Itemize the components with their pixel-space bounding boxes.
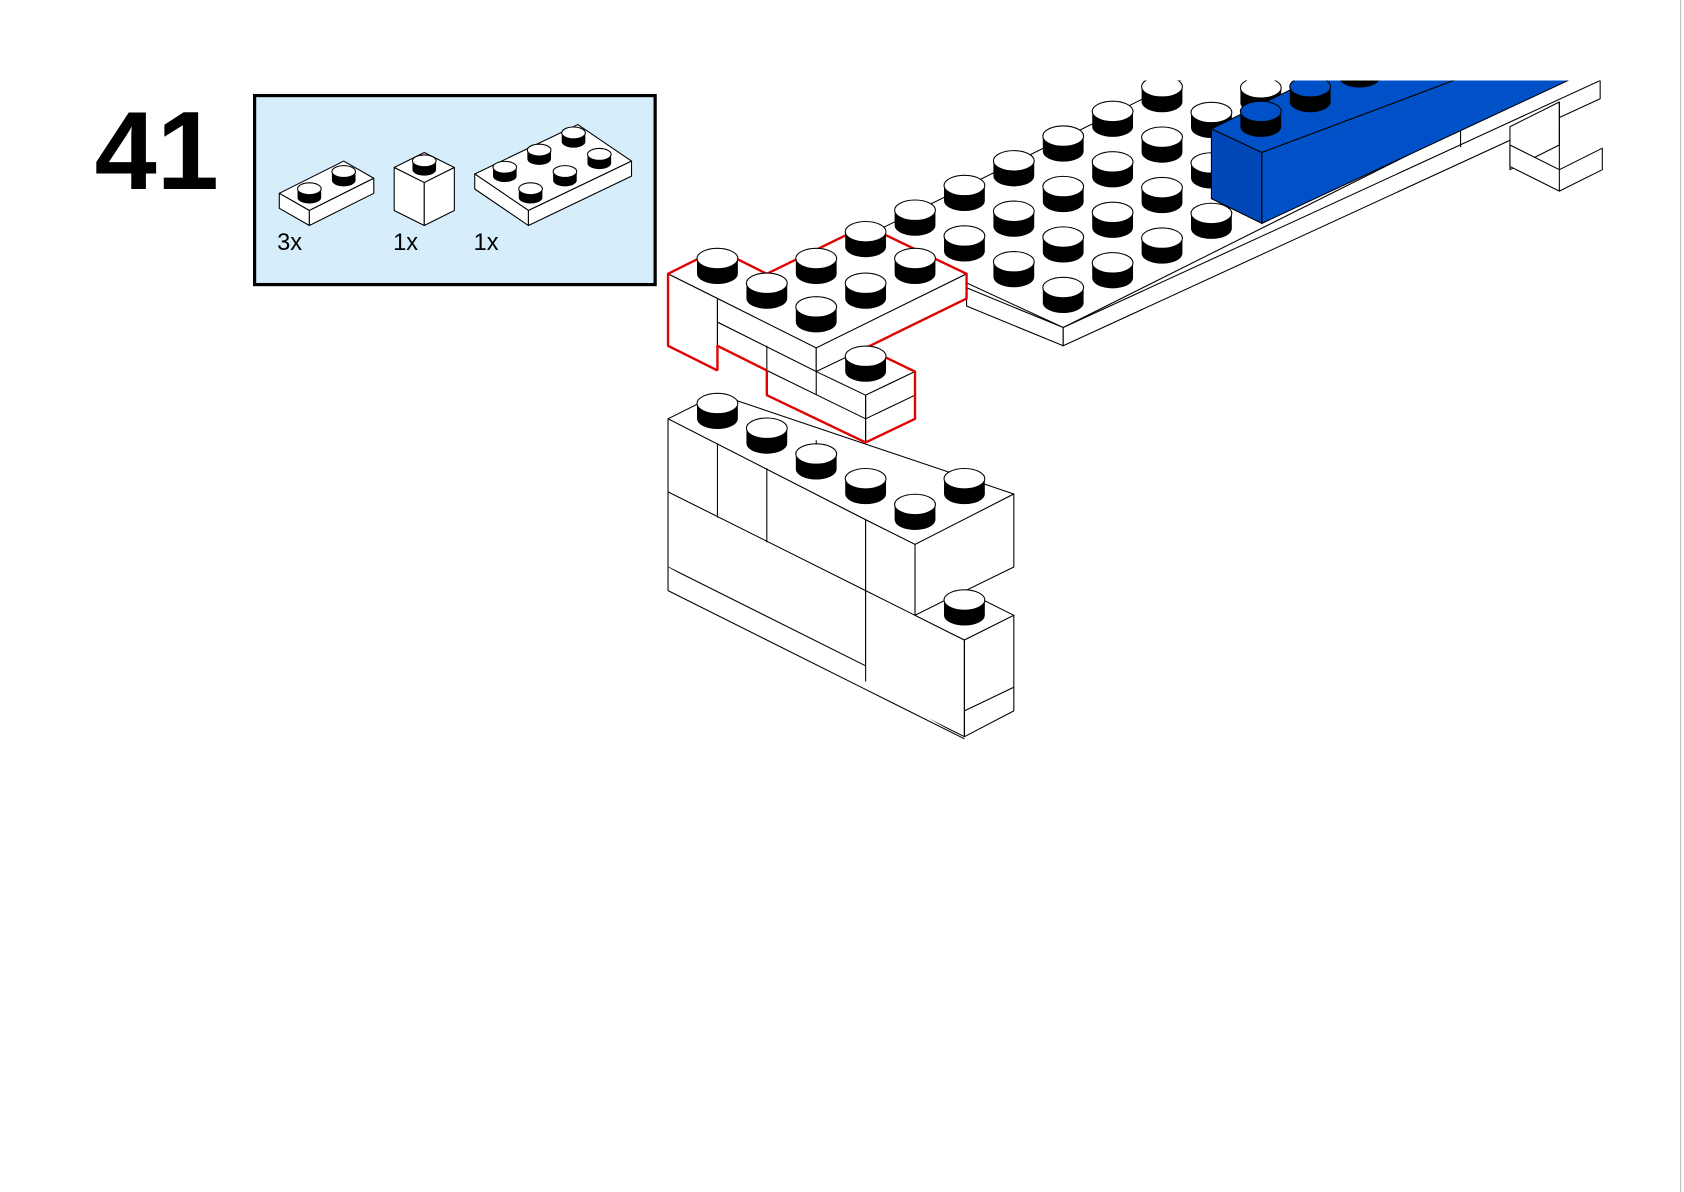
stud-icon [331, 165, 357, 187]
new-parts-highlight [666, 220, 968, 444]
stud-icon [894, 199, 936, 236]
stud-icon [1141, 80, 1183, 113]
stud-icon [992, 150, 1035, 187]
stud-icon [411, 154, 437, 176]
stud-icon [1141, 126, 1183, 163]
stud-icon [586, 147, 612, 170]
stud-icon [1141, 176, 1183, 214]
stud-icon [943, 174, 986, 212]
stud-icon [1042, 276, 1085, 314]
stud-icon [526, 143, 552, 165]
stud-icon [795, 296, 838, 333]
stud-icon [1091, 201, 1134, 238]
stud-icon [844, 272, 887, 309]
stud-icon [1340, 80, 1379, 88]
stud-icon [1091, 100, 1134, 137]
stud-icon [844, 467, 887, 505]
stud-icon [795, 443, 838, 480]
parts-list-box: 3x 1x 1x [252, 93, 657, 287]
stud-icon [943, 589, 986, 626]
stud-icon [696, 392, 739, 430]
stud-icon [894, 493, 936, 530]
part-quantity: 3x [277, 230, 302, 256]
stud-icon [561, 126, 586, 148]
stud-icon [1091, 151, 1134, 188]
stud-icon [1042, 175, 1085, 213]
part-plate-1x2-icon [278, 160, 375, 227]
stud-icon [992, 200, 1035, 237]
stud-icon [1042, 226, 1085, 263]
stud-icon [795, 247, 838, 285]
stud-icon [943, 467, 986, 505]
part-brick-1x1-icon [393, 151, 455, 227]
stud-icon [943, 225, 986, 262]
stud-icon [894, 247, 936, 285]
stud-icon [518, 182, 543, 204]
stud-icon [1289, 80, 1332, 113]
support-leg [1509, 101, 1603, 192]
stud-icon [844, 345, 887, 382]
part-plate-2x4-icon [474, 124, 633, 227]
stud-icon [696, 247, 739, 285]
stud-icon [297, 182, 322, 204]
stud-icon [1239, 100, 1282, 137]
stud-icon [745, 417, 788, 454]
stud-icon [1141, 227, 1183, 264]
stud-icon [745, 272, 788, 309]
stud-icon [992, 251, 1035, 288]
base-plate [865, 80, 1603, 347]
stud-icon [1190, 202, 1233, 239]
blue-brick [1210, 80, 1569, 225]
stud-icon [1091, 252, 1134, 289]
part-quantity: 1x [474, 230, 499, 256]
stud-icon [844, 220, 887, 258]
step-number: 41 [95, 88, 219, 213]
part-quantity: 1x [393, 230, 418, 256]
stud-icon [552, 165, 578, 187]
stud-icon [492, 160, 518, 183]
lower-wall [667, 392, 1015, 740]
stud-icon [1042, 125, 1085, 162]
